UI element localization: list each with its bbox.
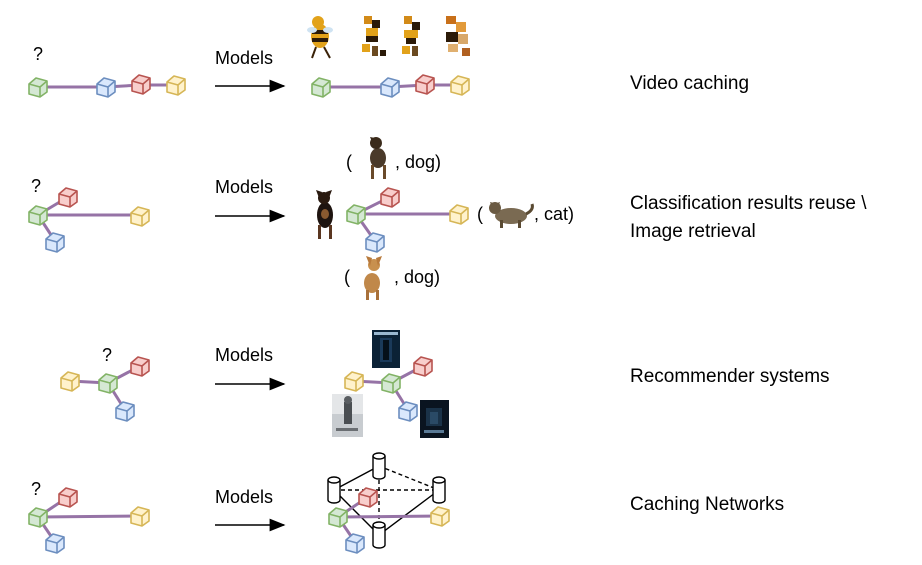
label-paren: ( xyxy=(344,267,350,287)
cube-green-icon xyxy=(28,507,48,528)
edge xyxy=(337,514,441,519)
cube-green-icon xyxy=(28,205,48,226)
class-label-dog: , dog) xyxy=(394,267,440,287)
models-label: Models xyxy=(215,48,273,68)
cube-yellow-icon xyxy=(130,506,150,527)
cube-yellow-icon xyxy=(344,371,364,392)
question-mark: ? xyxy=(31,176,41,196)
cache-network-links xyxy=(333,465,440,536)
application-label-line2: Image retrieval xyxy=(630,221,756,242)
dog-image-top xyxy=(370,137,386,179)
cache-server-icon xyxy=(327,476,341,504)
cube-blue-icon xyxy=(380,77,400,98)
movie-poster-left xyxy=(332,394,363,437)
row-caching-networks: ? Models Caching Networks xyxy=(28,452,784,554)
video-frame-3 xyxy=(402,16,420,56)
cube-red-icon xyxy=(413,356,433,377)
cache-server-icon xyxy=(432,476,446,504)
application-label-line1: Classification results reuse \ xyxy=(630,193,867,214)
cube-green-icon xyxy=(346,204,366,225)
models-label: Models xyxy=(215,487,273,507)
movie-poster-top xyxy=(372,330,400,368)
cube-green-icon xyxy=(28,77,48,98)
cube-blue-icon xyxy=(398,401,418,422)
cat-image xyxy=(489,202,534,228)
dog-image-bottom xyxy=(364,256,382,300)
models-label: Models xyxy=(215,177,273,197)
video-frame-1 xyxy=(307,16,333,59)
cube-yellow-icon xyxy=(166,75,186,96)
label-paren: ( xyxy=(477,204,483,224)
video-frame-2 xyxy=(362,16,386,56)
cube-blue-icon xyxy=(115,401,135,422)
models-label: Models xyxy=(215,345,273,365)
cube-green-icon xyxy=(381,373,401,394)
application-label: Video caching xyxy=(630,73,749,94)
row-recommender: ? Models xyxy=(60,330,830,438)
question-mark: ? xyxy=(33,44,43,64)
cube-yellow-icon xyxy=(430,506,450,527)
cube-green-icon xyxy=(311,77,331,98)
question-mark: ? xyxy=(31,479,41,499)
cube-blue-icon xyxy=(45,232,65,253)
cube-blue-icon xyxy=(365,232,385,253)
cube-yellow-icon xyxy=(450,75,470,96)
cube-red-icon xyxy=(131,74,151,95)
cube-red-icon xyxy=(380,187,400,208)
cube-blue-icon xyxy=(345,533,365,554)
application-label: Caching Networks xyxy=(630,494,784,515)
application-label: Recommender systems xyxy=(630,366,830,387)
row-video-caching: ? Models xyxy=(28,16,749,98)
video-frame-4 xyxy=(446,16,470,56)
label-paren: ( xyxy=(346,152,352,172)
cube-yellow-icon xyxy=(60,371,80,392)
cube-red-icon xyxy=(415,74,435,95)
cube-blue-icon xyxy=(96,77,116,98)
movie-poster-right xyxy=(420,400,449,438)
cube-yellow-icon xyxy=(130,206,150,227)
class-label-dog: , dog) xyxy=(395,152,441,172)
cube-red-icon xyxy=(358,487,378,508)
edge xyxy=(37,514,141,519)
cube-blue-icon xyxy=(45,533,65,554)
cube-red-icon xyxy=(58,487,78,508)
cache-server-icon xyxy=(372,452,386,480)
cube-red-icon xyxy=(130,356,150,377)
query-dog-image xyxy=(316,190,333,239)
cube-yellow-icon xyxy=(449,204,469,225)
cube-red-icon xyxy=(58,187,78,208)
class-label-cat: , cat) xyxy=(534,204,574,224)
cube-green-icon xyxy=(98,373,118,394)
cache-server-icon xyxy=(372,521,386,549)
cube-green-icon xyxy=(328,507,348,528)
question-mark: ? xyxy=(102,345,112,365)
row-classification: ? Models ( xyxy=(28,137,867,300)
